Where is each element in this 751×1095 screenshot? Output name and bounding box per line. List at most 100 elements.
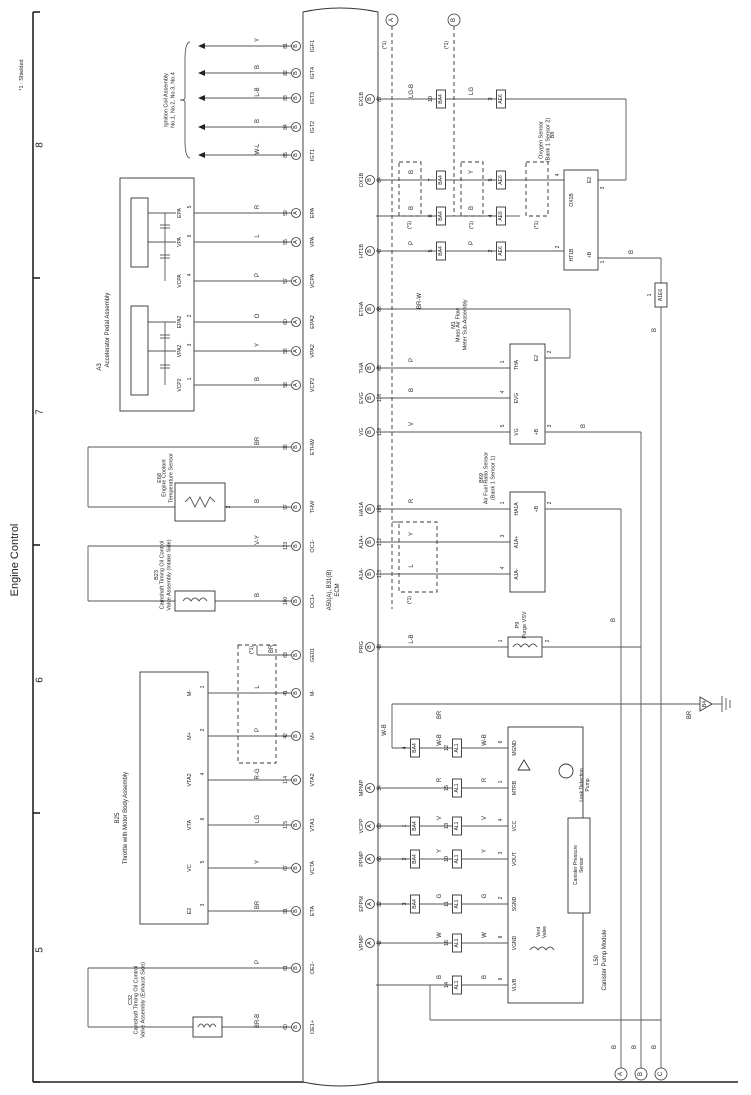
- a3-pin-name-3: EPA2: [177, 316, 183, 329]
- throttle-pin-num-2: 4: [200, 772, 206, 775]
- throttle-wire-color-3: LG: [255, 815, 261, 823]
- maf-pin-num-0: 1: [500, 360, 506, 363]
- simple-wire-color-6: L: [409, 564, 415, 568]
- left-pin-code-22: OE1-: [310, 961, 316, 974]
- right-pin-14-letter: A: [367, 902, 373, 906]
- right-pin-7-letter: B: [367, 507, 373, 511]
- throttle-wire-color-0: L: [255, 685, 261, 689]
- pump-wire-color-b-5: W: [482, 932, 488, 938]
- bottom-connector-0: [614, 1067, 628, 1081]
- pump-wire-color-a-5: W: [437, 932, 443, 938]
- ect-body: [174, 482, 226, 522]
- shield-box-2: [460, 161, 484, 217]
- right-wire-color-a-2: B: [409, 206, 415, 210]
- o2-code: B8: [550, 132, 556, 139]
- left-pin-10: [291, 380, 301, 390]
- left-pin-code-15: GE01: [310, 648, 316, 662]
- ect-thermistor-zigzag: [184, 495, 216, 509]
- left-pin-code-21: ETA: [310, 906, 316, 917]
- left-pin-code-23: OE1+: [310, 1020, 316, 1034]
- ocv2-wire-color-0: P: [255, 960, 261, 964]
- left-pin-19-letter: B: [293, 823, 299, 827]
- pump-pin-num-4: 2: [498, 896, 504, 899]
- right-pin-1-letter: B: [367, 178, 373, 182]
- ge01-wire-color: BR: [269, 644, 275, 653]
- throttle-wire-color-2: R-G: [255, 768, 261, 779]
- simple-wire-color-4: R: [409, 498, 415, 503]
- throttle-pin-name-3: VTA: [187, 820, 193, 831]
- maf-plusb-color: B: [581, 424, 587, 428]
- pump-conn-al1-3-num: 10: [444, 856, 450, 862]
- left-pin-18: [291, 775, 301, 785]
- right-conn-ba4-0-num: 10: [428, 96, 434, 102]
- left-pin-code-5: EPA: [310, 207, 316, 218]
- maf-pin-name-0: THA: [514, 359, 520, 370]
- pump-conn-ba4-0-num: 4: [402, 746, 408, 749]
- left-pin-16-letter: B: [293, 691, 299, 695]
- bottom-connector-2: [654, 1067, 668, 1081]
- pressure-sensor-name: Canister PressureSensor: [573, 845, 585, 885]
- bus-c-color: B: [652, 328, 658, 332]
- left-pin-code-14: OC1+: [310, 594, 316, 609]
- af-shield-label: (*1): [407, 596, 413, 604]
- pump-conn-ba4-3-code: BA4: [412, 854, 418, 864]
- pump-conn-ba4-0: [410, 738, 420, 758]
- pump-conn-al1-5: [452, 933, 462, 953]
- bottom-connector-label-0: A: [618, 1072, 624, 1076]
- ignition-arrow-3: [198, 124, 205, 130]
- bottom-bus-color-1: B: [632, 1045, 638, 1049]
- o2-pin-num-3: 1: [600, 260, 606, 263]
- pump-conn-ba4-3: [410, 849, 420, 869]
- bottom-bus-color-2: B: [652, 1045, 658, 1049]
- left-pin-4-letter: B: [293, 153, 299, 157]
- o2-pin-name-1: HT1B: [569, 248, 575, 261]
- left-pin-23-letter: B: [293, 1025, 299, 1029]
- shield-box-1: [398, 161, 422, 217]
- right-conn-ae6-2-num: 4: [488, 214, 494, 217]
- right-conn-ba4-3-num: 5: [428, 249, 434, 252]
- top-connector-b-label: B: [451, 18, 457, 22]
- left-pin-code-8: EPA2: [310, 315, 316, 329]
- pump-wire-color-b-2: V: [482, 816, 488, 820]
- right-pin-15-letter: A: [367, 941, 373, 945]
- throttle-pin-num-4: 5: [200, 860, 206, 863]
- left-pin-12: [291, 502, 301, 512]
- left-pin-17-letter: B: [293, 734, 299, 738]
- pump-pin-name-5: VGND: [512, 935, 518, 950]
- a3-wire-color-0: R: [255, 204, 261, 209]
- pump-pin-name-3: VOUT: [512, 852, 518, 866]
- pump-wire-color-b-0: W-B: [482, 734, 488, 746]
- pump-conn-al1-5-num: 16: [444, 940, 450, 946]
- pump-wire-color-b-1: R: [482, 777, 488, 782]
- ocv-body: [174, 590, 216, 612]
- vsv-pin-1: 1: [498, 639, 504, 642]
- ground-wire-color-2: BR: [437, 710, 443, 719]
- page-title: Engine Control: [9, 524, 21, 597]
- throttle-pin-name-1: M+: [187, 732, 193, 740]
- ignition-wire-color-3: B: [255, 119, 261, 123]
- pump-pin-num-3: 3: [498, 851, 504, 854]
- right-pin-9-letter: B: [367, 572, 373, 576]
- left-pin-1-letter: B: [293, 71, 299, 75]
- af-pin-name-0: HA1A: [514, 502, 520, 516]
- right-pin-11: [365, 783, 375, 793]
- ignition-arrow-4: [198, 152, 205, 158]
- ocv-name: Camshaft Timing Oil ControlValve Assembl…: [160, 539, 173, 610]
- a3-pin-num-5: 1: [187, 377, 193, 380]
- pump-conn-ba4-4-code: BA4: [412, 899, 418, 909]
- left-pin-22-letter: B: [293, 966, 299, 970]
- right-pin-12-letter: A: [367, 824, 373, 828]
- left-pin-code-11: ETHW: [310, 438, 316, 455]
- a3-pin-name-1: VPA: [177, 237, 183, 247]
- a3-sensor-top: [130, 197, 149, 268]
- right-pin-7: [365, 504, 375, 514]
- o2-pin-num-2: 3: [600, 186, 606, 189]
- left-pin-code-10: VCP2: [310, 378, 316, 392]
- left-pin-code-7: VCPA: [310, 273, 316, 288]
- ignition-name: Ignition Coil AssemblyNo.1, No.2, No.3, …: [164, 72, 177, 128]
- pump-conn-al1-3: [452, 849, 462, 869]
- left-pin-code-9: VPA2: [310, 344, 316, 358]
- pump-conn-ba4-0-code: BA4: [412, 743, 418, 753]
- pump-conn-ba4-2: [410, 816, 420, 836]
- right-pin-0: [365, 94, 375, 104]
